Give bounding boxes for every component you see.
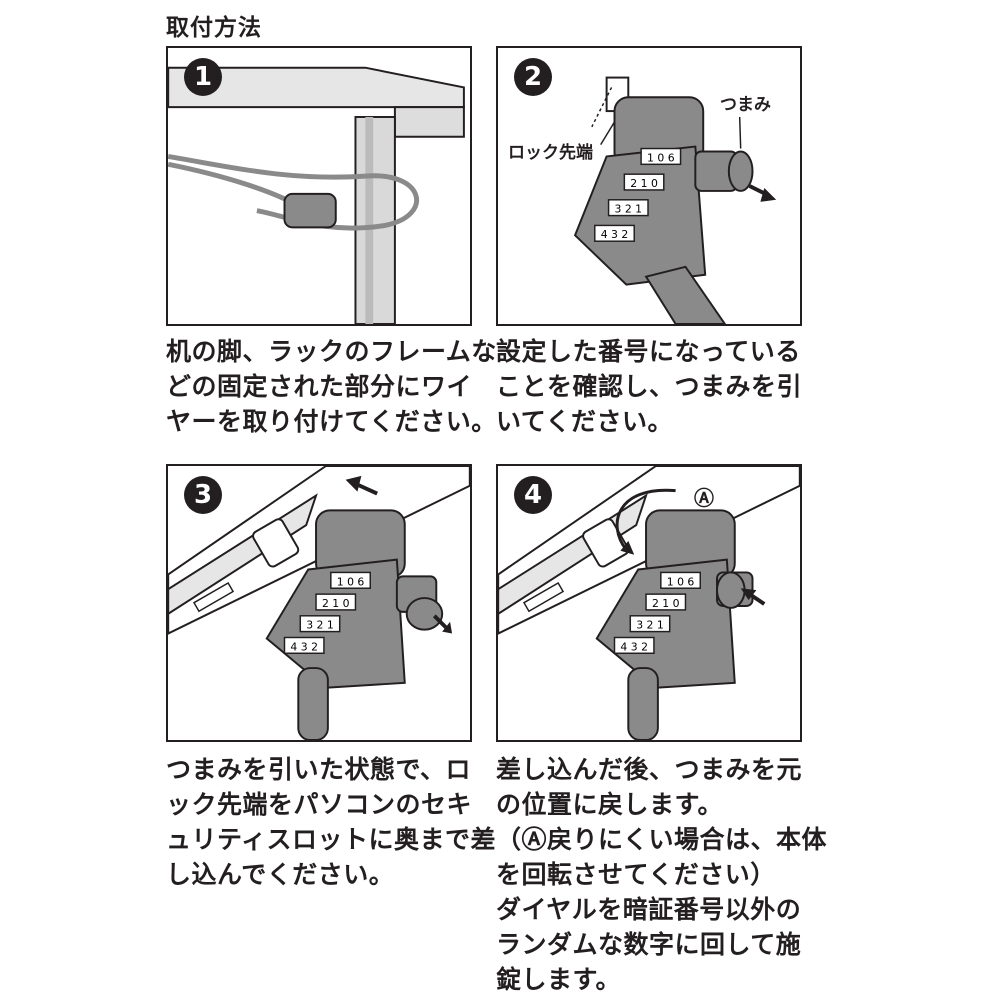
text-line: どの固定された部分にワイ [166,372,473,401]
step-4-dials: 1 0 6 2 1 0 3 2 1 4 3 2 [613,571,701,655]
text-line: ランダムな数字に回して施 [496,930,802,959]
text-line: の位置に戻します。 [496,790,724,819]
dial-row[interactable]: 1 0 6 [647,151,675,164]
text-line: ダイヤルを暗証番号以外の [496,895,802,924]
text-line: ュリティスロットに奥まで差 [166,825,497,854]
text-line: 差し込んだ後、つまみを元 [496,755,803,784]
text-line: （Ⓐ戻りにくい場合は、本体 [496,825,828,854]
text-line: 錠します。 [496,965,622,994]
dial-row[interactable]: 2 1 0 [630,177,658,190]
dial-row[interactable]: 3 2 1 [615,203,643,216]
step-1-description: 机の脚、ラックのフレームな どの固定された部分にワイ ヤーを取り付けてください。 [166,334,497,439]
dial-row[interactable]: 1 0 6 [667,575,695,588]
step-2-badge: 2 [514,58,552,96]
text-line: ことを確認し、つまみを引 [496,372,803,401]
lock-device-drawing: 1 0 6 2 1 0 3 2 1 4 3 2 [573,76,777,324]
dial-row[interactable]: 3 2 1 [636,619,664,632]
dial-row[interactable]: 2 1 0 [652,597,680,610]
step-3-badge: 3 [184,476,222,514]
step-1-illustration: 1 [166,46,472,326]
marker-a-callout: Ⓐ [694,486,714,510]
text-line: を回転させてください） [496,860,776,889]
text-line: ヤーを取り付けてください。 [166,407,497,436]
dial-row[interactable]: 1 0 6 [337,575,365,588]
text-line: いてください。 [496,407,674,436]
knob-callout: つまみ [720,95,771,115]
step-4-description: 差し込んだ後、つまみを元 の位置に戻します。 （Ⓐ戻りにくい場合は、本体 を回転… [496,752,827,997]
dial-row[interactable]: 4 3 2 [290,640,318,653]
page-heading: 取付方法 [166,15,262,41]
dial-row[interactable]: 4 3 2 [601,228,629,241]
step-3-illustration: 1 0 6 2 1 0 3 2 1 4 3 2 3 [166,464,472,742]
dial-row[interactable]: 2 1 0 [322,597,350,610]
text-line: ック先端をパソコンのセキ [166,790,473,819]
text-line: 机の脚、ラックのフレームな [166,337,497,366]
step-2-description: 設定した番号になっている ことを確認し、つまみを引 いてください。 [496,334,802,439]
step-2-dials: 1 0 6 2 1 0 3 2 1 4 3 2 [594,147,682,242]
step-1-badge: 1 [184,58,222,96]
text-line: つまみを引いた状態で、ロ [166,755,472,784]
dial-row[interactable]: 4 3 2 [620,640,648,653]
lock-tip-callout: ロック先端 [508,143,593,163]
step-4-illustration: 1 0 6 2 1 0 3 2 1 4 3 2 4 Ⓐ [496,464,802,742]
step-4-badge: 4 [514,476,552,514]
step-2-illustration: 1 0 6 2 1 0 3 2 1 4 3 2 2 つまみ ロック先端 [496,46,802,326]
step-3-description: つまみを引いた状態で、ロ ック先端をパソコンのセキ ュリティスロットに奥まで差 … [166,752,496,892]
desk-leg-drawing [168,66,465,324]
lock-rotate-drawing: 1 0 6 2 1 0 3 2 1 4 3 2 [498,466,800,740]
step-3-dials: 1 0 6 2 1 0 3 2 1 4 3 2 [283,571,371,655]
laptop-insert-drawing: 1 0 6 2 1 0 3 2 1 4 3 2 [168,466,470,740]
text-line: し込んでください。 [166,860,395,889]
text-line: 設定した番号になっている [496,337,801,366]
dial-row[interactable]: 3 2 1 [306,619,334,632]
